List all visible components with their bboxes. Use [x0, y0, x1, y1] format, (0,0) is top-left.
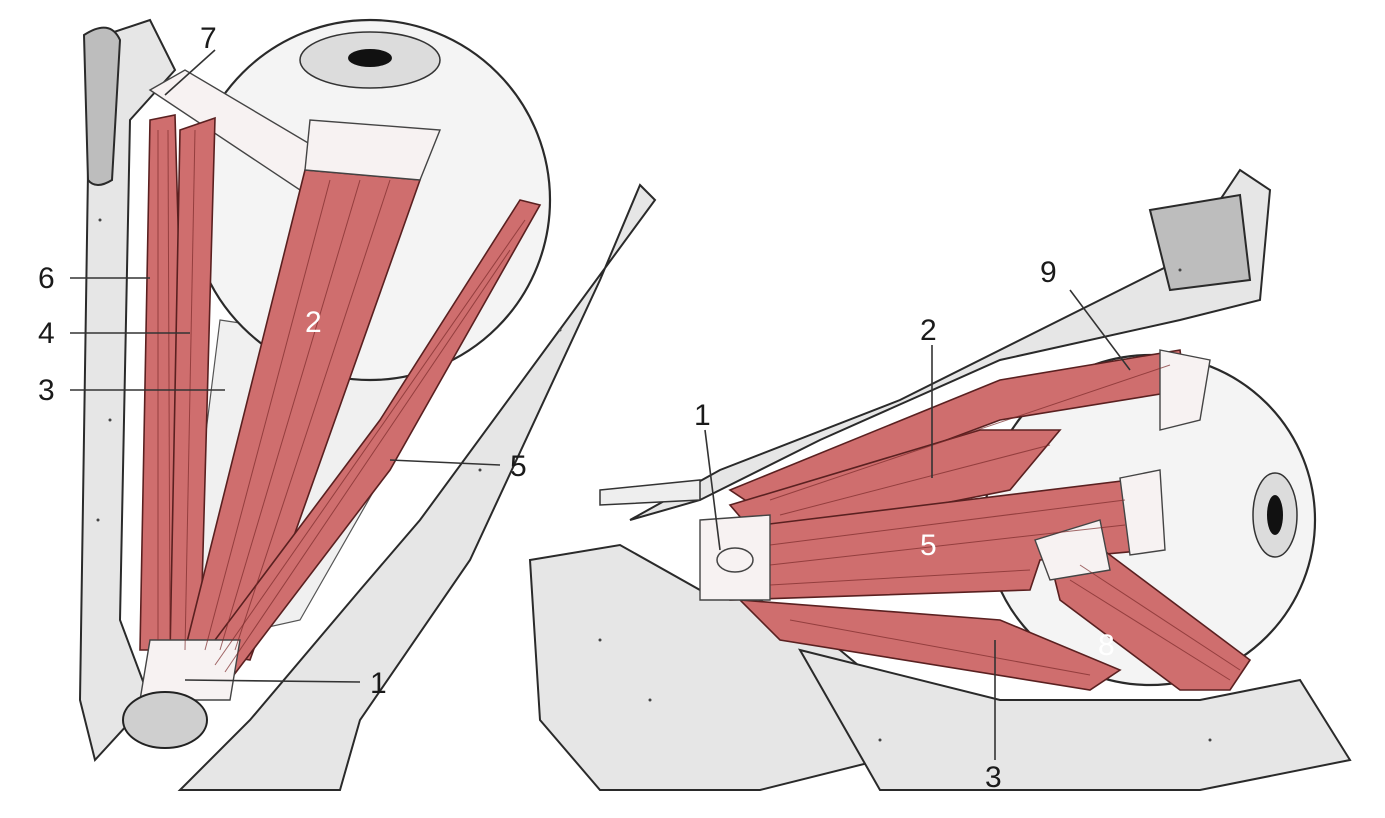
left-optic-canal — [122, 691, 208, 749]
left-label-5: 5 — [510, 450, 527, 483]
right-annulus-ring — [716, 547, 754, 573]
left-medial-orbital-wall — [78, 18, 177, 763]
right-muscle-fibers — [769, 364, 1241, 681]
right-label-3: 3 — [985, 761, 1002, 794]
left-annulus-tendon — [139, 639, 241, 701]
right-optic-nerve — [599, 479, 701, 506]
bone-stipple — [96, 218, 1212, 742]
right-inferior-oblique-origin — [1034, 519, 1111, 581]
left-frontal-sinus — [82, 26, 122, 186]
right-levator-insertion — [1159, 349, 1211, 431]
left-label-7: 7 — [200, 22, 217, 55]
left-orbit-view: 7 6 4 3 2 5 1 — [38, 18, 657, 791]
left-label-2: 2 — [305, 306, 322, 339]
leader-left-1 — [184, 679, 361, 683]
left-label-4: 4 — [38, 317, 55, 350]
leader-left-5 — [389, 459, 501, 466]
right-inferior-rectus — [737, 599, 1122, 691]
right-orbit-view: 9 2 1 5 8 3 — [528, 168, 1352, 794]
right-label-9: 9 — [1040, 256, 1057, 289]
leader-left-7 — [164, 49, 216, 96]
right-label-5: 5 — [920, 529, 937, 562]
right-frontal-sinus — [1148, 193, 1252, 292]
right-orbital-floor — [797, 648, 1352, 791]
leader-right-9 — [1069, 289, 1131, 371]
leader-right-1 — [704, 429, 721, 551]
right-annulus-tendon — [699, 514, 771, 601]
right-label-8: 8 — [1098, 629, 1115, 662]
left-label-6: 6 — [38, 262, 55, 295]
left-label-1: 1 — [370, 667, 387, 700]
right-lateral-rectus-insertion — [1119, 469, 1166, 556]
left-label-3: 3 — [38, 374, 55, 407]
left-lateral-orbital-wall — [177, 183, 657, 791]
left-muscle-fibers — [157, 129, 526, 673]
right-label-1: 1 — [694, 399, 711, 432]
right-pupil — [1267, 495, 1283, 535]
left-superior-rectus-insertion — [304, 119, 442, 181]
right-label-2: 2 — [920, 314, 937, 347]
left-pupil — [348, 49, 392, 67]
